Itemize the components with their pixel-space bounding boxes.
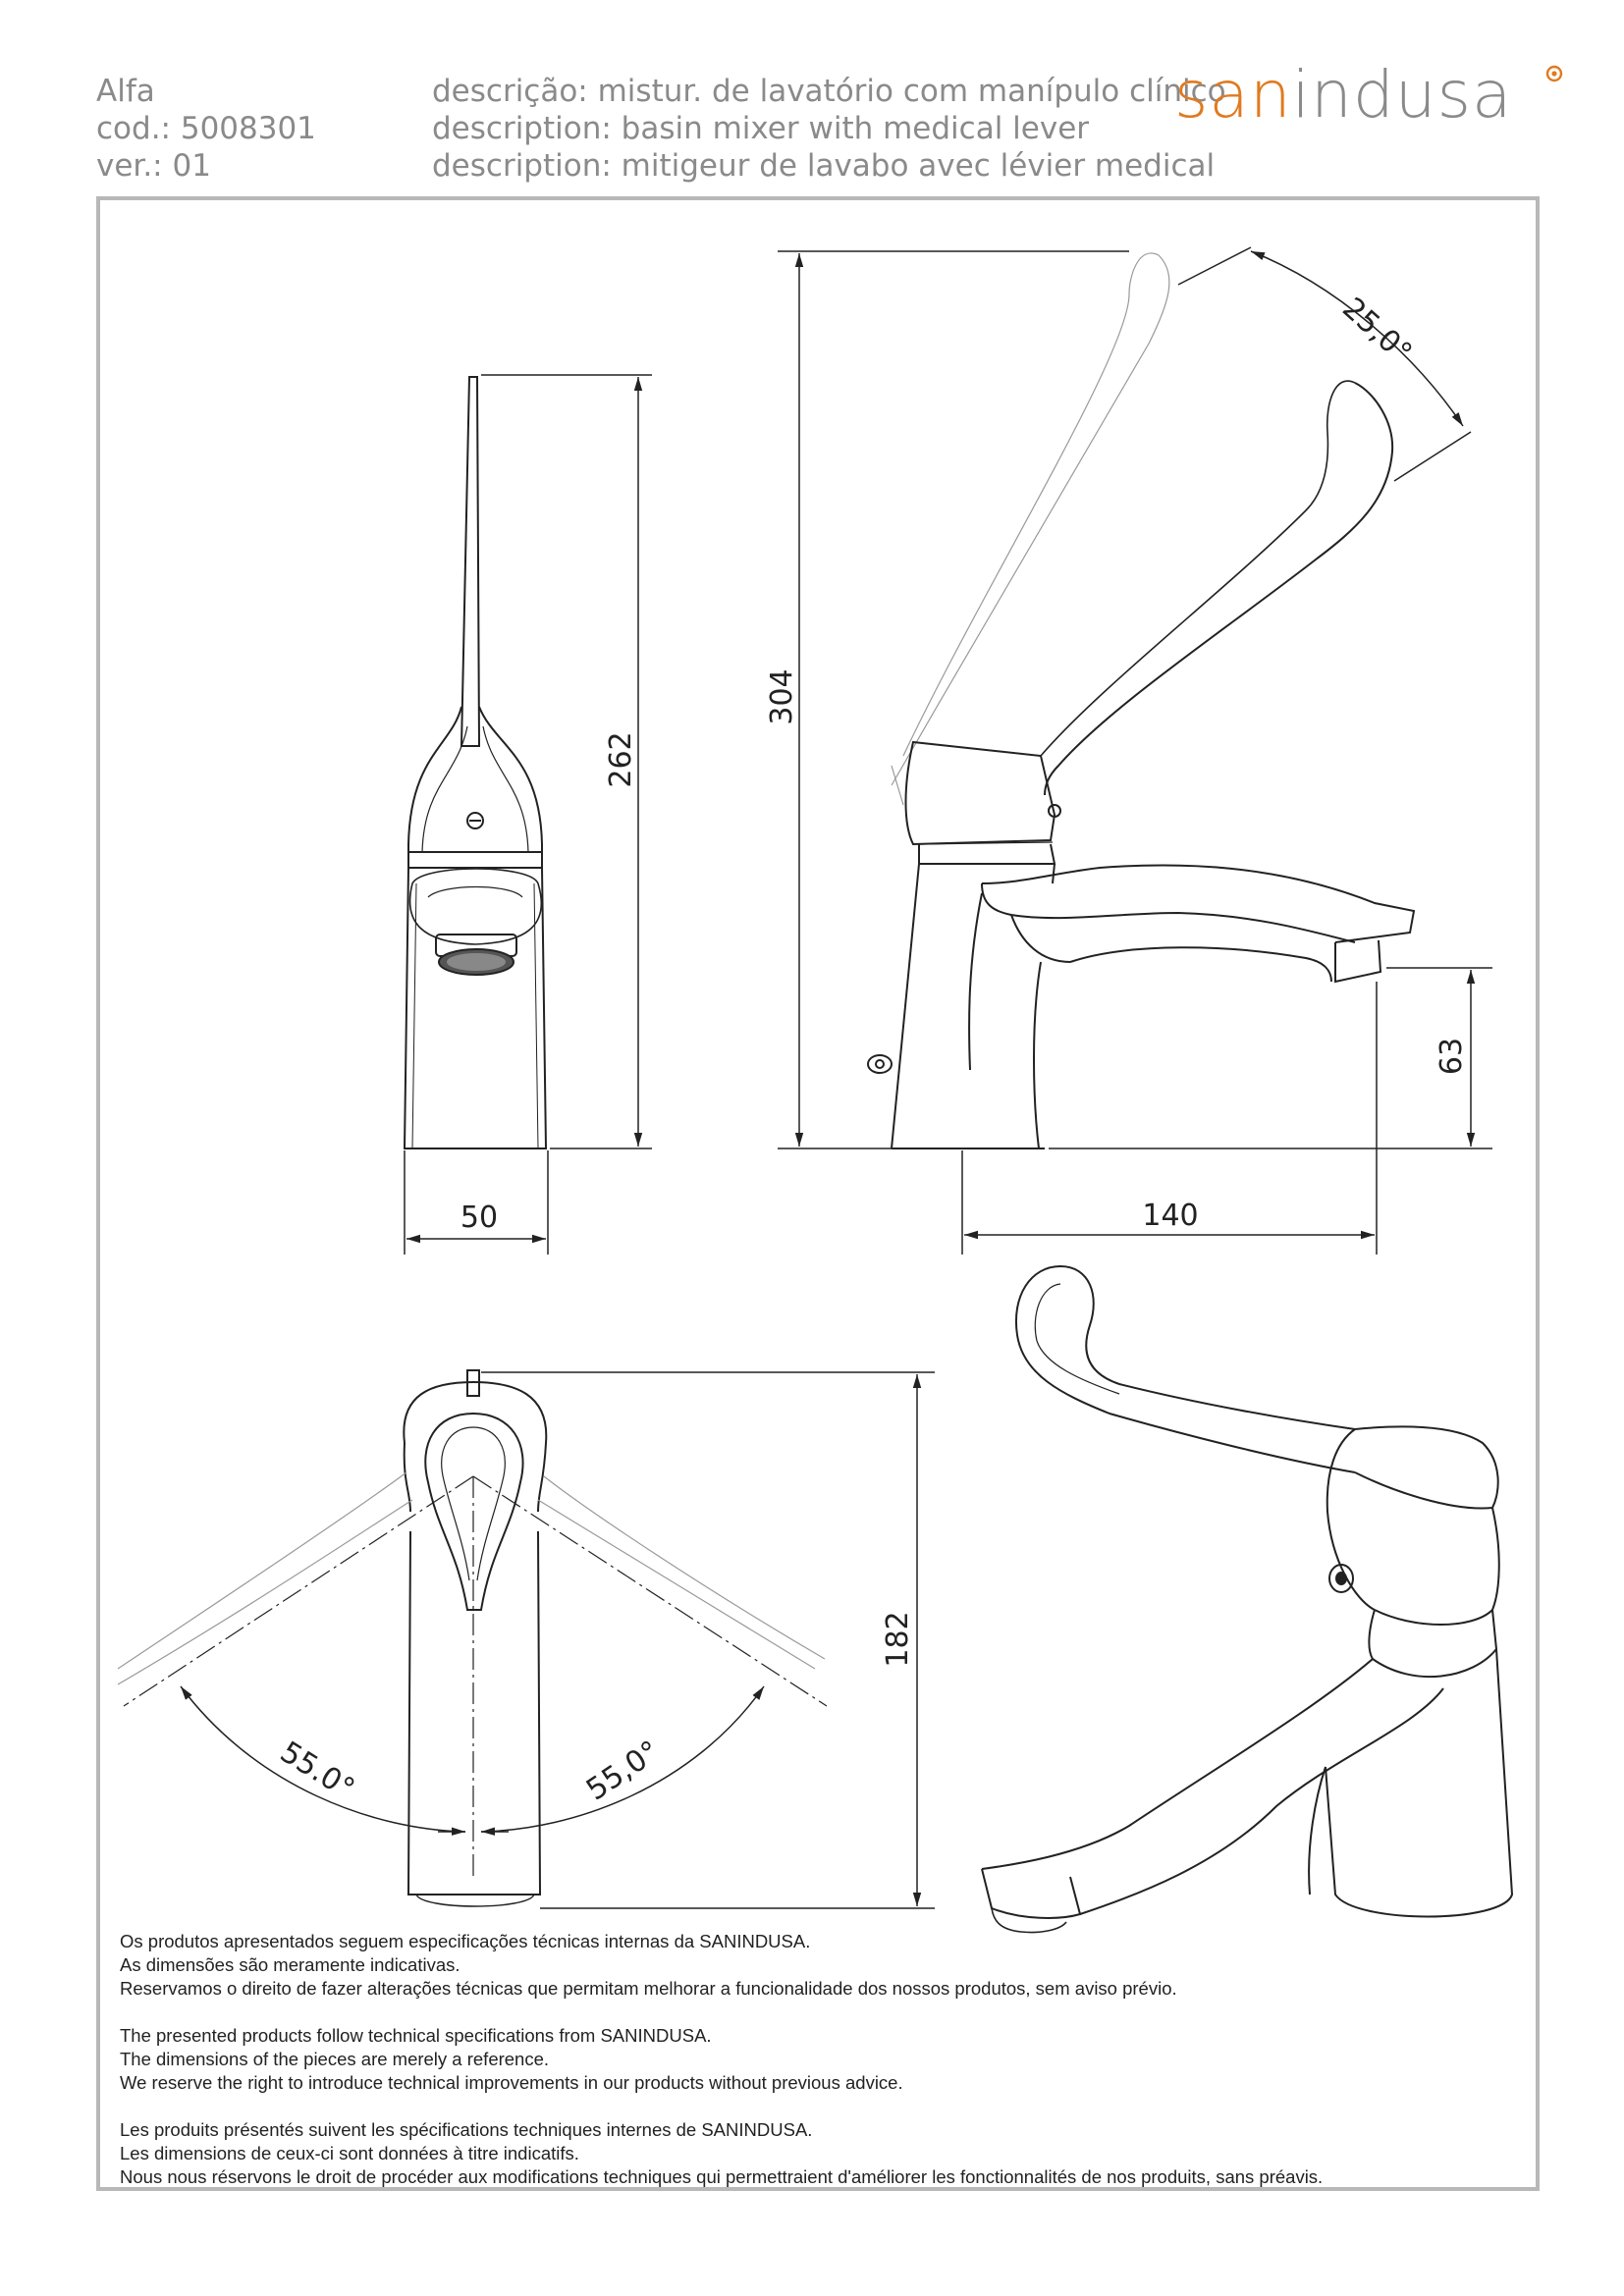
rotation-centerlines [123, 1475, 828, 1877]
note-line: Les dimensions de ceux-ci sont données à… [120, 2143, 579, 2163]
brand-logo: sanindusa [1174, 59, 1512, 132]
logo-text-accent: san [1174, 57, 1292, 133]
note-line: The presented products follow technical … [120, 2025, 712, 2046]
note-line: Nous nous réservons le droit de procéder… [120, 2166, 1324, 2187]
side-view [867, 252, 1416, 1149]
lever-angle-label: 25,0° [1335, 292, 1418, 371]
note-line: The dimensions of the pieces are merely … [120, 2049, 550, 2069]
version: ver.: 01 [96, 148, 211, 184]
lever-angle-dimension [1177, 246, 1472, 482]
top-length-dimension [481, 1371, 935, 1909]
spout-reach-dimension [961, 982, 1378, 1255]
header-descriptions: descrição: mistur. de lavatório com maní… [432, 73, 1226, 185]
spout-height-dimension [1049, 967, 1492, 1149]
note-line: We reserve the right to introduce techni… [120, 2072, 903, 2093]
drawing-frame [96, 196, 1540, 2191]
side-height-dimension [778, 250, 1129, 1149]
product-code: cod.: 5008301 [96, 111, 316, 146]
disclaimer-notes: Os produtos apresentados seguem especifi… [120, 1930, 1514, 2213]
rotation-arc-dimension [180, 1685, 765, 1836]
front-height-dimension [481, 374, 652, 1149]
front-width-label: 50 [460, 1201, 498, 1235]
front-height-label: 262 [604, 731, 638, 787]
notes-fr: Les produits présentés suivent les spéci… [120, 2118, 1514, 2189]
top-length-label: 182 [881, 1611, 915, 1667]
note-line: Les produits présentés suivent les spéci… [120, 2119, 813, 2140]
description-fr: description: mitigeur de lavabo avec lév… [432, 148, 1216, 184]
logo-text-gray: indusa [1291, 57, 1513, 133]
header-meta: Alfa cod.: 5008301 ver.: 01 [96, 73, 316, 185]
description-pt: descrição: mistur. de lavatório com maní… [432, 74, 1226, 109]
rotation-right-label: 55,0° [580, 1735, 666, 1808]
spout-reach-label: 140 [1142, 1199, 1198, 1233]
notes-pt: Os produtos apresentados seguem especifi… [120, 1930, 1514, 2001]
model-name: Alfa [96, 74, 155, 109]
front-width-dimension [404, 1150, 549, 1255]
front-view [403, 376, 548, 1149]
note-line: As dimensões são meramente indicativas. [120, 1954, 460, 1975]
perspective-view [981, 1265, 1514, 1934]
logo-mark-icon [1545, 65, 1563, 82]
note-line: Os produtos apresentados seguem especifi… [120, 1931, 811, 1951]
spout-height-label: 63 [1435, 1038, 1469, 1075]
note-line: Reservamos o direito de fazer alterações… [120, 1978, 1177, 1999]
notes-en: The presented products follow technical … [120, 2024, 1514, 2095]
side-height-label: 304 [765, 668, 799, 724]
description-en: description: basin mixer with medical le… [432, 111, 1090, 146]
top-view [117, 1369, 826, 1907]
